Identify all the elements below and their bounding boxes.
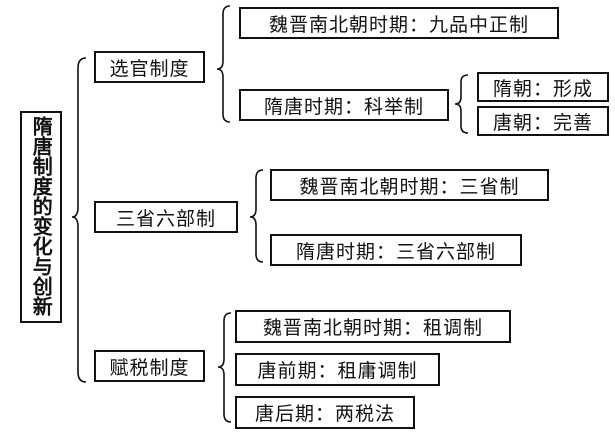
leaf-tang-perfected: 唐朝：完善 [477, 106, 609, 136]
leaf-liangshuifa: 唐后期：两税法 [235, 396, 415, 429]
branch-selection-system: 选官制度 [94, 51, 205, 83]
leaf-sui-formed: 隋朝：形成 [477, 72, 609, 102]
branch-2-brace [249, 169, 264, 263]
keju-brace [454, 74, 469, 134]
branch-three-departments: 三省六部制 [94, 201, 238, 233]
root-brace [71, 57, 87, 383]
root-node: 隋唐制度的变化与创新 [20, 111, 62, 323]
leaf-keju: 隋唐时期：科举制 [239, 89, 449, 121]
leaf-jiupin-zhongzheng: 魏晋南北朝时期：九品中正制 [239, 7, 559, 39]
branch-1-brace [216, 5, 231, 123]
leaf-zudiao: 魏晋南北朝时期：租调制 [235, 310, 511, 343]
branch-tax-system: 赋税制度 [94, 350, 205, 382]
leaf-three-departments: 魏晋南北朝时期：三省制 [270, 169, 549, 201]
leaf-three-departments-six-ministries: 隋唐时期：三省六部制 [270, 234, 522, 266]
leaf-zuyongdiao: 唐前期：租庸调制 [235, 353, 440, 386]
root-label: 隋唐制度的变化与创新 [29, 116, 54, 316]
branch-3-brace [217, 312, 232, 423]
